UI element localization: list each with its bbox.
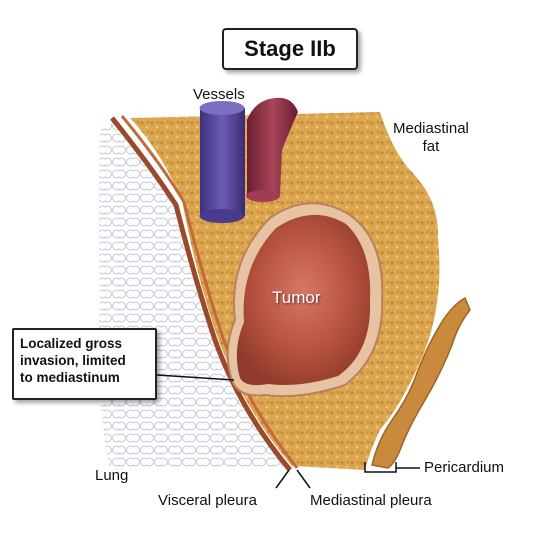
vessels-label: Vessels [193,86,245,103]
visceral-pleura-label: Visceral pleura [158,492,257,509]
mediastinal-pleura-label: Mediastinal pleura [310,492,432,509]
pericardium [371,296,471,469]
visceral-pleura [110,116,292,472]
callout-line2: invasion, limited [20,353,126,368]
mediastinal-fat-label: Mediastinal fat [393,120,469,156]
callout-line1: Localized gross [20,336,123,351]
lung-label: Lung [95,467,129,484]
invasion-callout: Localized gross invasion, limited to med… [12,328,157,400]
tumor [226,202,384,398]
pericardium-label: Pericardium [424,459,505,476]
tumor-label: Tumor [272,288,321,307]
stage-title: Stage IIb [222,28,358,70]
mediastinal-pleura [120,115,299,469]
vessels [199,97,298,223]
mediastinal-fat-line1: Mediastinal [393,120,469,137]
callout-line3: to mediastinum [20,370,120,385]
mediastinal-fat-line2: fat [422,138,440,155]
